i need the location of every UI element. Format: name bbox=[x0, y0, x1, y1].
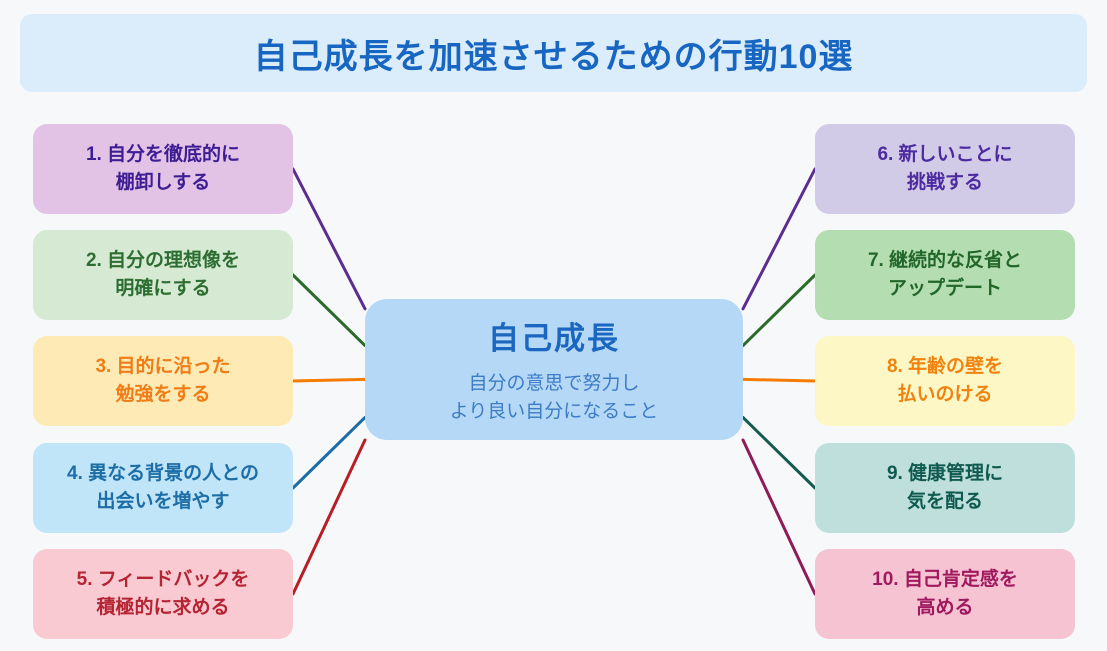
center-subtitle-line2: より良い自分になること bbox=[449, 401, 659, 422]
node-label-line1: 3. 目的に沿った bbox=[95, 355, 231, 377]
node-10-self-esteem: 10. 自己肯定感を 高める bbox=[815, 549, 1075, 639]
node-9-health-care: 9. 健康管理に 気を配る bbox=[815, 443, 1075, 533]
node-label-line2: 気を配る bbox=[906, 491, 983, 512]
node-2-ideal-self: 2. 自分の理想像を 明確にする bbox=[33, 230, 293, 320]
node-label-line1: 1. 自分を徹底的に bbox=[85, 143, 241, 165]
node-label-line1: 7. 継続的な反省と bbox=[867, 249, 1023, 271]
node-label-line1: 6. 新しいことに bbox=[877, 143, 1013, 165]
node-7-continuous-reflection: 7. 継続的な反省と アップデート bbox=[815, 230, 1075, 320]
node-label-line2: 高める bbox=[916, 597, 974, 618]
node-label-line1: 10. 自己肯定感を bbox=[872, 568, 1018, 590]
node-4-diverse-encounters: 4. 異なる背景の人との 出会いを増やす bbox=[33, 443, 293, 533]
center-subtitle: 自分の意思で努力し より良い自分になること bbox=[450, 370, 659, 425]
node-label-line1: 9. 健康管理に bbox=[886, 462, 1004, 484]
node-5-seek-feedback: 5. フィードバックを 積極的に求める bbox=[33, 549, 293, 639]
node-label-line1: 2. 自分の理想像を bbox=[85, 249, 241, 271]
node-label-line2: 積極的に求める bbox=[96, 597, 230, 618]
center-title: 自己成長 bbox=[488, 321, 620, 357]
node-label-line2: 棚卸しする bbox=[115, 172, 211, 193]
node-label-line2: 払いのける bbox=[897, 384, 993, 405]
node-8-age-barrier: 8. 年齢の壁を 払いのける bbox=[815, 336, 1075, 426]
node-label-line2: 明確にする bbox=[115, 278, 211, 299]
node-3-purposeful-study: 3. 目的に沿った 勉強をする bbox=[33, 336, 293, 426]
center-node-self-growth: 自己成長 自分の意思で努力し より良い自分になること bbox=[365, 299, 743, 440]
node-label-line1: 4. 異なる背景の人との bbox=[67, 462, 259, 484]
node-label-line2: アップデート bbox=[887, 278, 1002, 299]
center-subtitle-line1: 自分の意思で努力し bbox=[468, 373, 640, 395]
node-6-new-challenges: 6. 新しいことに 挑戦する bbox=[815, 124, 1075, 214]
node-label-line1: 8. 年齢の壁を bbox=[886, 355, 1004, 377]
node-label-line2: 挑戦する bbox=[906, 172, 983, 193]
page-title: 自己成長を加速させるための行動10選 bbox=[253, 37, 854, 76]
title-banner: 自己成長を加速させるための行動10選 bbox=[20, 14, 1087, 92]
node-label-line2: 出会いを増やす bbox=[96, 491, 230, 512]
node-label-line2: 勉強をする bbox=[115, 384, 211, 405]
node-label-line1: 5. フィードバックを bbox=[76, 568, 250, 590]
node-1-self-inventory: 1. 自分を徹底的に 棚卸しする bbox=[33, 124, 293, 214]
